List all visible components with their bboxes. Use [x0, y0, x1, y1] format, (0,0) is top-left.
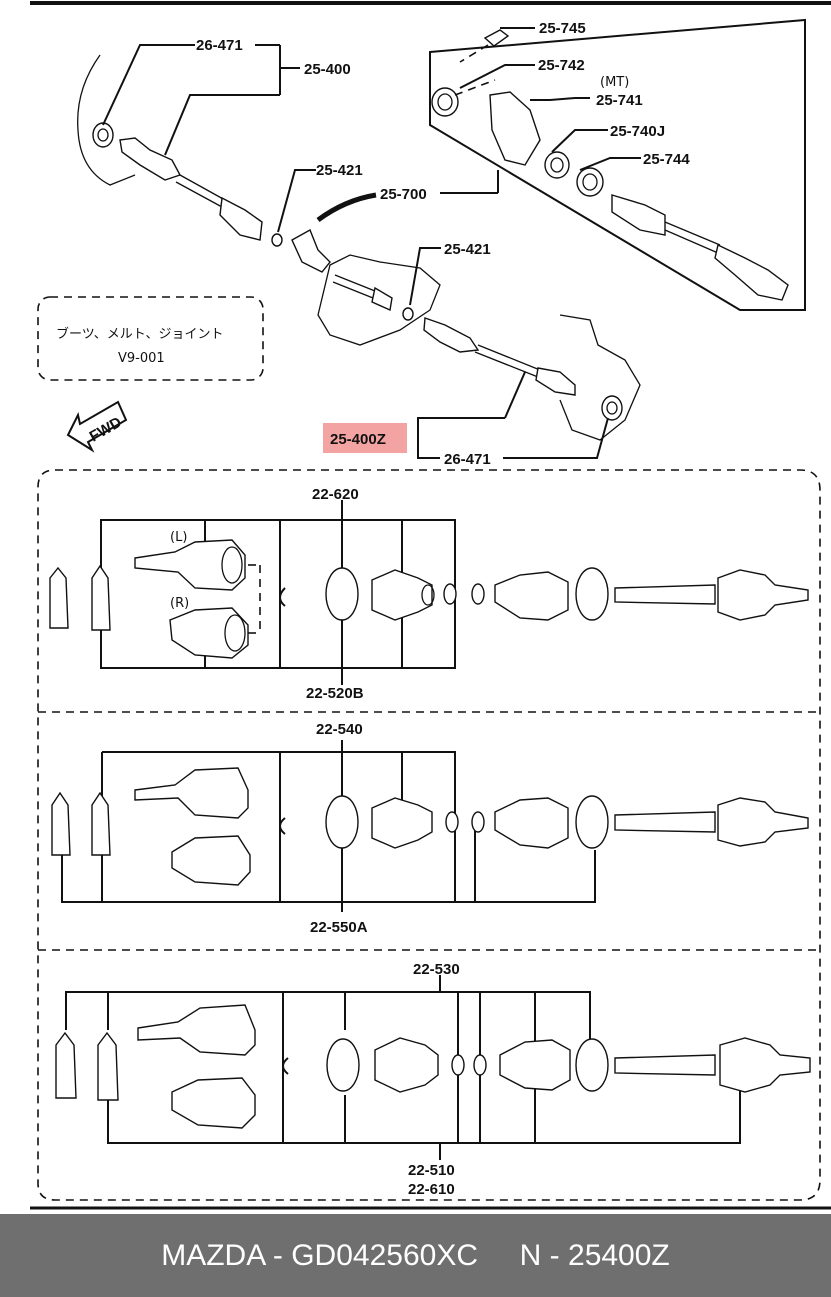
label-25-740j: 25-740J — [610, 123, 665, 140]
label-25-741: 25-741 — [596, 92, 643, 109]
bracket-25-741 — [489, 91, 541, 166]
kit2-joint-b — [171, 835, 251, 886]
right-driveshaft — [423, 317, 576, 396]
kit3-outer-joint — [719, 1037, 811, 1093]
mt-inset-frame — [429, 18, 806, 311]
kit1-grease-tubes — [49, 564, 111, 631]
label-22-620: 22-620 — [312, 486, 359, 503]
kit3-boot-inner — [374, 1037, 439, 1093]
intermediate-shaft — [332, 274, 393, 312]
kit1-boot-inner — [371, 569, 435, 621]
label-mt: (MT) — [600, 75, 629, 90]
circlip-25-421-a — [271, 233, 283, 247]
kit2-band-22-540 — [325, 795, 359, 849]
clip-25-744 — [576, 167, 604, 197]
label-25-744: 25-744 — [643, 151, 690, 168]
seal-25-742 — [431, 79, 496, 117]
kit-2 — [51, 740, 809, 912]
transaxle-housing — [291, 229, 441, 346]
kit3-small-band-a — [451, 1054, 465, 1076]
kit1-joint-left — [134, 539, 246, 591]
kit1-outer-joint — [717, 569, 809, 621]
label-left: (L) — [170, 530, 187, 545]
kit2-joint-a — [134, 767, 249, 819]
kit-1 — [49, 500, 809, 685]
label-25-400: 25-400 — [304, 61, 351, 78]
label-22-610: 22-610 — [408, 1181, 455, 1198]
kit1-band-outer — [575, 567, 609, 621]
kit2-outer-joint — [717, 797, 809, 847]
top-leader-lines — [102, 27, 641, 459]
label-25-700: 25-700 — [380, 186, 427, 203]
kit3-band-outer — [575, 1038, 609, 1092]
kit1-joint-right — [169, 564, 261, 659]
kit3-joint-b — [171, 1077, 256, 1129]
kit3-circlip — [282, 1057, 289, 1075]
kit-frame — [37, 469, 821, 1201]
label-right: (R) — [170, 596, 189, 611]
kit3-brackets — [65, 975, 741, 1160]
kit-3 — [55, 975, 811, 1160]
label-25-421-b: 25-421 — [444, 241, 491, 258]
highlight-25-400z — [323, 423, 407, 453]
label-25-745: 25-745 — [539, 20, 586, 37]
kit3-shaft — [614, 1054, 716, 1076]
fwd-arrow-icon — [66, 400, 128, 453]
label-26-471-bottom: 26-471 — [444, 451, 491, 468]
kit1-small-bands — [443, 583, 485, 605]
label-22-510: 22-510 — [408, 1162, 455, 1179]
bearing-25-740j — [544, 151, 570, 179]
fwd-text: FWD — [87, 414, 125, 446]
label-25-421-a: 25-421 — [316, 162, 363, 179]
mt-shaft — [611, 194, 789, 301]
note-line-2: V9-001 — [118, 351, 165, 366]
kit3-boot-outer — [499, 1039, 571, 1091]
kit2-boot-outer — [494, 797, 569, 849]
note-line-1: ブーツ、メルト、ジョイント — [56, 326, 223, 342]
bolt-25-745 — [459, 29, 510, 63]
note-box — [37, 296, 264, 381]
label-22-520b: 22-520B — [306, 685, 364, 702]
kit2-small-band-b — [471, 811, 485, 833]
label-26-471-top: 26-471 — [196, 37, 243, 54]
label-25-742: 25-742 — [538, 57, 585, 74]
kit1-circlip — [279, 587, 286, 607]
footer-bar — [0, 1214, 831, 1297]
kit2-grease-tubes — [51, 791, 111, 856]
kit3-joint-a — [137, 1004, 256, 1056]
kit2-circlip — [279, 817, 286, 835]
footer-part-number: MAZDA - GD042560XC N - 25400Z — [161, 1238, 670, 1272]
kit1-boot-outer — [494, 571, 569, 621]
label-22-550a: 22-550A — [310, 919, 368, 936]
kit3-small-band-b — [473, 1054, 487, 1076]
kit2-shaft — [614, 811, 716, 833]
label-25-400z: 25-400Z — [330, 431, 386, 448]
kit1-band-22-620 — [325, 567, 359, 621]
ribbed-arrow-25-700 — [316, 192, 377, 223]
kit2-small-band-a — [445, 811, 459, 833]
kit2-band-outer — [575, 795, 609, 849]
label-22-540: 22-540 — [316, 721, 363, 738]
kit2-boot-inner — [371, 797, 433, 849]
right-wheel-hub — [559, 314, 641, 441]
label-22-530: 22-530 — [413, 961, 460, 978]
kit3-grease-tubes — [55, 1031, 119, 1101]
circlip-25-421-b — [402, 307, 414, 321]
left-driveshaft — [119, 137, 263, 241]
kit3-band-a — [326, 1038, 360, 1092]
kit1-shaft — [614, 584, 716, 605]
